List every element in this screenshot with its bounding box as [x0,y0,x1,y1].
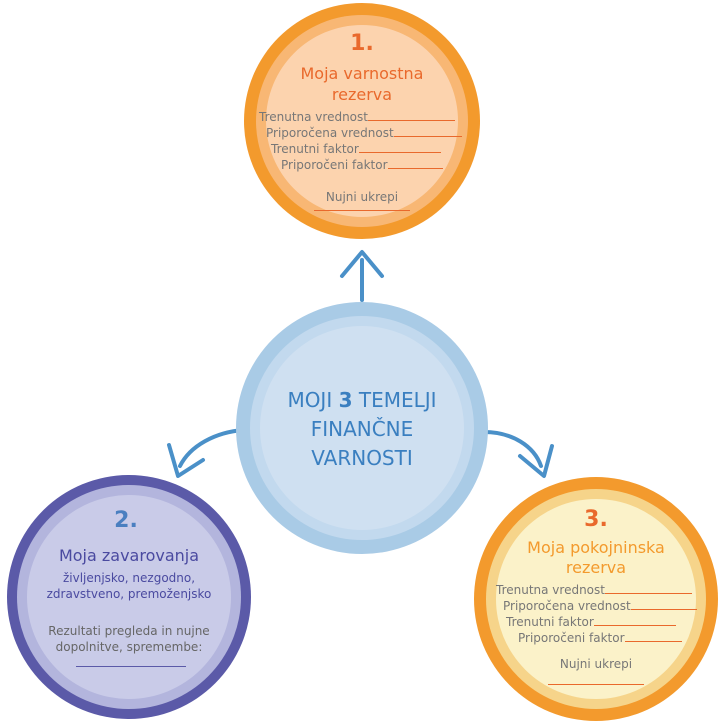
arrow-left [167,428,246,478]
circle1-field-current-factor: Trenutni faktor [271,142,441,156]
fill-in-line [604,583,692,594]
fill-in-line [367,110,455,121]
circle2-number: 2. [114,508,138,533]
circle1-field-recommended-factor: Priporočeni faktor [281,158,443,172]
center-title: MOJI 3 TEMELJI FINANČNE VARNOSTI [262,386,462,473]
circle3-title-line1: Moja pokojninska [527,538,665,557]
circle1-field-current-value: Trenutna vrednost [259,110,455,124]
circle3-actions-label: Nujni ukrepi [559,657,633,671]
circle1-field-recommended-value: Priporočena vrednost [266,126,462,140]
fill-in-line [358,142,441,153]
circle2-review-line1: Rezultati pregleda in nujne [48,624,210,638]
circle3-field-recommended-value: Priporočena vrednost [503,599,697,613]
circle1-number: 1. [350,31,374,56]
circle2-subtitle-line2: zdravstveno, premoženjsko [46,587,212,601]
circle3-title-line2: rezerva [565,558,627,577]
circle3-field-current-value: Trenutna vrednost [496,583,692,597]
circle1-title-line2: rezerva [331,85,393,104]
circle2-review-line2: dopolnitve, spremembe: [55,640,203,654]
center-circle [236,302,488,554]
fill-in-line [630,599,697,610]
center-title-line1: MOJI 3 TEMELJI [287,388,437,412]
circle1-actions-label: Nujni ukrepi [325,190,399,204]
circle3-number: 3. [584,507,608,532]
circle2-subtitle-line1: življenjsko, nezgodno, [62,571,196,585]
center-title-line2: FINANČNE [310,417,414,441]
fill-in-line [393,126,462,137]
circle3-field-recommended-factor: Priporočeni faktor [518,631,682,645]
fill-in-line [387,158,443,169]
circle-1 [244,3,480,239]
circle1-title-line1: Moja varnostna [300,64,424,83]
arrow-up [340,250,384,302]
circle1-actions-line [314,210,410,211]
center-title-line3: VARNOSTI [311,446,413,470]
circle2-title: Moja zavarovanja [58,546,200,565]
arrow-right [482,430,554,478]
circle2-review-line [76,666,186,667]
center-title-number: 3 [338,388,353,412]
circle3-actions-line [548,684,644,685]
fill-in-line [624,631,682,642]
fill-in-line [593,615,676,626]
circle3-field-current-factor: Trenutni faktor [506,615,676,629]
circle-3 [474,477,718,721]
circle-2 [7,475,251,719]
